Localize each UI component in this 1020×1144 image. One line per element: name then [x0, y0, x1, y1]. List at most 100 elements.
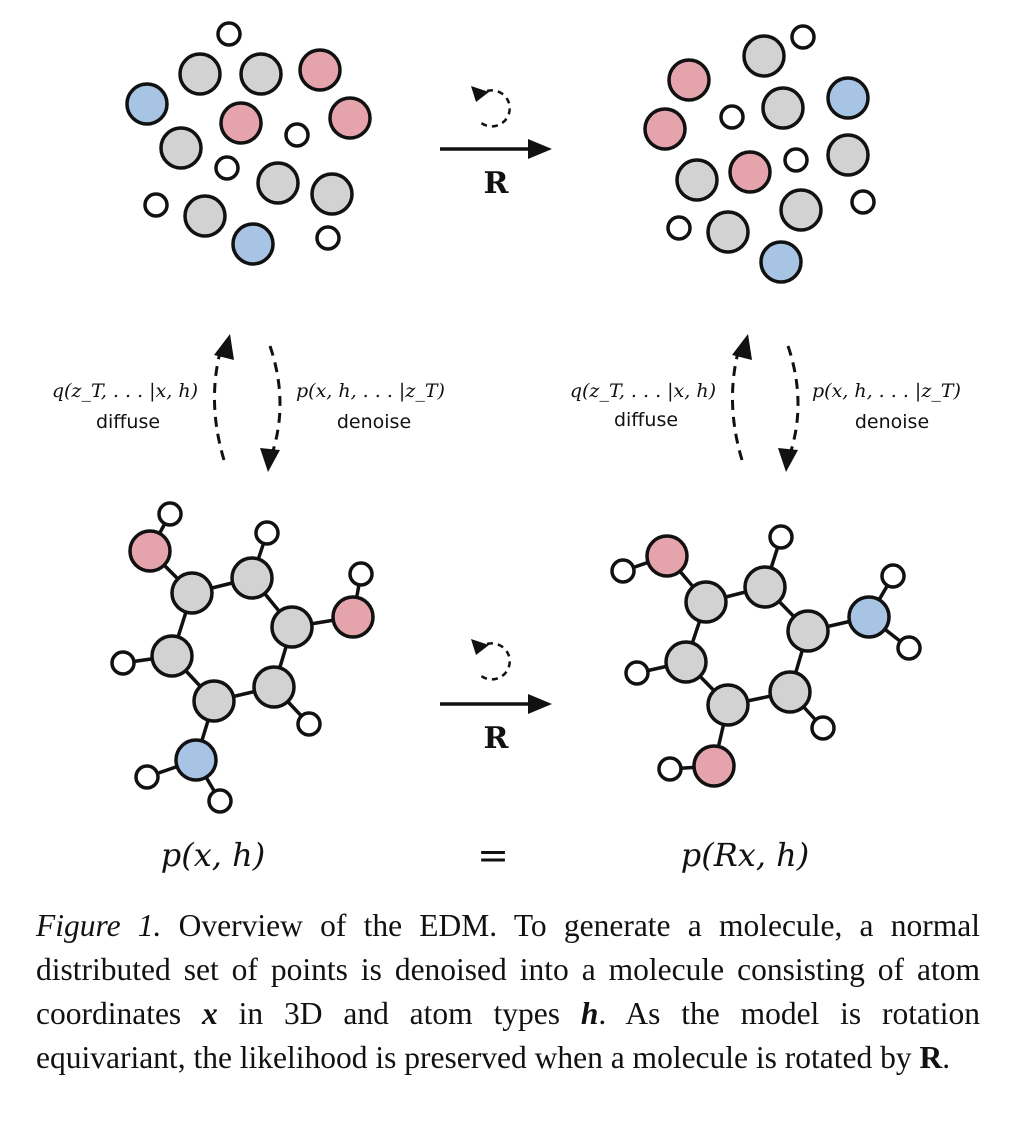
atom-oxygen [643, 107, 687, 151]
atom-carbon [270, 605, 314, 649]
caption-text: . [942, 1040, 951, 1075]
atom-hydrogen [143, 192, 169, 218]
atom-hydrogen [134, 764, 160, 790]
atom-hydrogen [783, 147, 809, 173]
atom-hydrogen [110, 650, 136, 676]
denoise-arrowhead-icon [260, 448, 280, 472]
atom-carbon [706, 210, 750, 254]
rotation-arrowhead-icon [471, 639, 489, 655]
caption-var-R: R [919, 1040, 943, 1075]
denoise-label: denoise [337, 411, 411, 433]
atom-oxygen [298, 48, 342, 92]
transform-arrowhead-icon [528, 694, 552, 714]
transform-arrowhead-icon [528, 139, 552, 159]
atom-carbon [256, 161, 300, 205]
atom-hydrogen [896, 635, 922, 661]
atom-hydrogen [850, 189, 876, 215]
diffuse-formula: q(z_T, . . . |x, h) [52, 380, 198, 402]
atom-oxygen [328, 96, 372, 140]
atom-carbon [706, 683, 750, 727]
atom-carbon [239, 52, 283, 96]
atom-carbon [684, 580, 728, 624]
atom-hydrogen [719, 104, 745, 130]
caption-text: in 3D and atom types [217, 996, 581, 1031]
atom-carbon [786, 609, 830, 653]
rotation-circle-icon [477, 89, 511, 128]
atom-oxygen [667, 58, 711, 102]
rotation-label: R [484, 166, 510, 201]
atom-hydrogen [810, 715, 836, 741]
diffuse-arrow [212, 344, 226, 461]
caption-var-x: x [202, 996, 218, 1031]
atom-carbon [310, 172, 354, 216]
atom-hydrogen [284, 122, 310, 148]
atom-carbon [675, 158, 719, 202]
denoise-arrow [268, 345, 282, 461]
atom-hydrogen [315, 225, 341, 251]
atom-hydrogen [666, 215, 692, 241]
likelihood-left-expression: p(x, h) [161, 836, 265, 874]
likelihood-right-expression: p(Rx, h) [681, 836, 810, 874]
caption-label: Figure 1. [36, 908, 162, 943]
atom-carbon [743, 565, 787, 609]
atom-hydrogen [207, 788, 233, 814]
diffusion-arrows-right: q(z_T, . . . |x, h) diffuse p(x, h, . . … [570, 334, 961, 472]
atom-oxygen [128, 529, 172, 573]
atom-carbon [178, 52, 222, 96]
atom-carbon [826, 133, 870, 177]
atom-carbon [664, 640, 708, 684]
atom-carbon [761, 86, 805, 130]
atom-hydrogen [348, 561, 374, 587]
atom-hydrogen [254, 520, 280, 546]
diffusion-arrows-left: q(z_T, . . . |x, h) diffuse p(x, h, . . … [52, 334, 445, 472]
atom-nitrogen [231, 222, 275, 266]
rotation-label: R [484, 721, 510, 756]
caption-text: . As the model is rotation equivariant, … [36, 996, 980, 1075]
atom-oxygen [219, 101, 263, 145]
rotation-arrow-bottom: R [440, 639, 552, 756]
atom-nitrogen [125, 82, 169, 126]
diffuse-label: diffuse [96, 411, 160, 433]
atom-hydrogen [657, 756, 683, 782]
atom-hydrogen [157, 501, 183, 527]
atom-hydrogen [214, 155, 240, 181]
noise-cloud-left [125, 21, 372, 266]
molecule-right [610, 524, 922, 788]
denoise-label: denoise [855, 411, 929, 433]
atom-hydrogen [624, 660, 650, 686]
diffuse-arrow [730, 344, 744, 461]
noise-cloud-right [643, 24, 876, 284]
atom-carbon [159, 126, 203, 170]
equals-sign: = [477, 833, 509, 877]
atom-carbon [230, 556, 274, 600]
denoise-formula: p(x, h, . . . |z_T) [296, 380, 445, 402]
atom-oxygen [692, 744, 736, 788]
atom-hydrogen [296, 711, 322, 737]
diffuse-label: diffuse [614, 409, 678, 431]
atom-carbon [192, 679, 236, 723]
rotation-arrowhead-icon [471, 86, 489, 102]
diffuse-formula: q(z_T, . . . |x, h) [570, 380, 716, 402]
rotation-circle-icon [477, 642, 511, 681]
atom-nitrogen [826, 76, 870, 120]
atom-hydrogen [880, 563, 906, 589]
atom-hydrogen [790, 24, 816, 50]
edm-overview-figure: R R q(z_T, . . . |x, h) diffuse p(x, h, … [52, 21, 961, 877]
denoise-arrowhead-icon [778, 448, 798, 472]
atom-nitrogen [847, 595, 891, 639]
caption-var-h: h [580, 996, 599, 1031]
atom-oxygen [728, 150, 772, 194]
rotation-arrow-top: R [440, 86, 552, 201]
atom-carbon [150, 634, 194, 678]
caption-text: Overview of the EDM. To generate a molec… [36, 908, 980, 1031]
figure-caption: Figure 1. Overview of the EDM. To genera… [36, 904, 980, 1080]
atom-carbon [742, 34, 786, 78]
atom-nitrogen [759, 240, 803, 284]
atom-hydrogen [610, 558, 636, 584]
denoise-formula: p(x, h, . . . |z_T) [812, 380, 961, 402]
diffuse-arrowhead-icon [214, 334, 234, 360]
atom-carbon [170, 571, 214, 615]
molecule-left [110, 501, 375, 814]
atom-oxygen [645, 534, 689, 578]
atom-carbon [252, 665, 296, 709]
